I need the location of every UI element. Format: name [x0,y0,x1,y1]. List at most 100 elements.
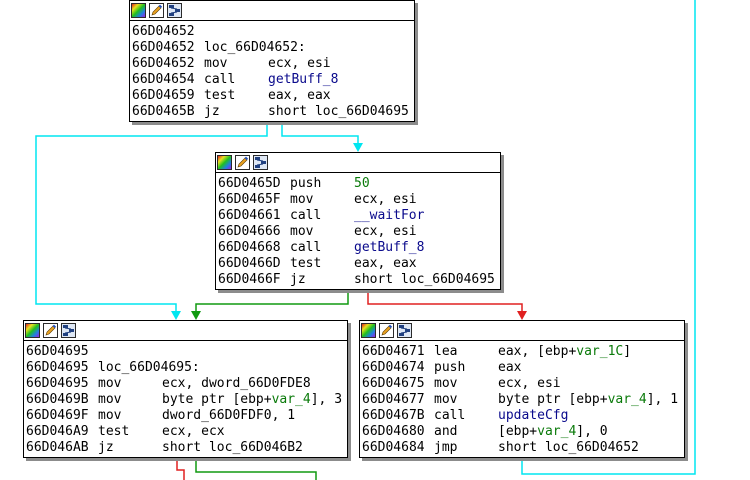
asm-operands[interactable]: __waitFor [354,208,424,224]
asm-address: 66D04652 [132,40,195,55]
asm-operands[interactable]: getBuff_8 [354,240,424,256]
asm-operands[interactable]: getBuff_8 [268,72,338,88]
graph-overview-icon[interactable] [61,323,76,338]
asm-label[interactable]: loc_66D04695: [98,360,200,375]
edit-pencil-icon[interactable] [379,323,394,338]
asm-operands[interactable]: [ebp+var_4], 0 [498,424,608,440]
asm-line[interactable]: 66D04652 [132,24,412,40]
asm-operands[interactable]: eax, eax [268,88,331,104]
asm-operand-value[interactable]: var_4 [607,392,647,407]
asm-mnemonic: and [434,424,458,439]
asm-symbol[interactable]: updateCfg [498,408,569,423]
asm-operands[interactable]: ecx, esi [498,376,561,392]
asm-address: 66D04695 [26,376,89,391]
color-palette-icon[interactable] [217,155,232,170]
edit-pencil-icon[interactable] [149,3,164,18]
edge-b3-out-green[interactable] [195,458,317,480]
asm-line[interactable]: 66D04652 loc_66D04652: [132,40,412,56]
asm-operands[interactable]: short loc_66D046B2 [162,440,303,456]
asm-address: 66D0465F [218,192,281,207]
asm-operands[interactable]: ecx, esi [354,192,417,208]
asm-operands[interactable]: 50 [354,176,370,192]
edge-b2-to-b4[interactable] [367,290,523,314]
edge-b1-to-b3[interactable] [35,122,268,314]
asm-operands[interactable]: ecx, esi [268,56,331,72]
asm-operand-text: byte ptr [ebp+ [498,392,608,407]
color-palette-icon[interactable] [25,323,40,338]
asm-operands[interactable]: short loc_66D04695 [268,104,409,120]
asm-operand-value[interactable]: var_4 [537,424,577,439]
asm-operands[interactable]: byte ptr [ebp+var_4], 1 [498,392,678,408]
edge-b1-to-b2-arrow [353,143,363,152]
color-palette-icon[interactable] [361,323,376,338]
edge-b3-out-red[interactable] [176,458,185,480]
edge-b1-to-b2[interactable] [281,122,359,146]
asm-operands[interactable]: ecx, ecx [162,424,225,440]
graph-overview-icon[interactable] [397,323,412,338]
asm-operand-value[interactable]: var_4 [271,392,311,407]
asm-symbol[interactable]: __waitFor [354,208,425,223]
edit-pencil-icon[interactable] [43,323,58,338]
asm-address: 66D0469B [26,392,89,407]
asm-mnemonic: push [290,176,322,191]
asm-operands[interactable]: short loc_66D04652 [498,440,639,456]
color-palette-icon[interactable] [131,3,146,18]
asm-mnemonic: mov [204,56,228,71]
asm-operands[interactable]: ecx, dword_66D0FDE8 [162,376,311,392]
asm-label[interactable]: loc_66D04652: [204,40,306,55]
asm-operands[interactable]: dword_66D0FDF0, 1 [162,408,295,424]
asm-address: 66D04652 [132,56,195,71]
asm-operands[interactable]: byte ptr [ebp+var_4], 3 [162,392,342,408]
block-header [360,321,684,341]
edit-pencil-icon[interactable] [235,155,250,170]
asm-address: 66D04659 [132,88,195,103]
asm-operands[interactable]: eax, eax [354,256,417,272]
asm-operands[interactable]: eax [498,360,521,376]
asm-line[interactable]: 66D04695 [26,344,345,360]
asm-operands[interactable]: updateCfg [498,408,568,424]
asm-symbol[interactable]: getBuff_8 [354,240,425,255]
asm-operands[interactable]: ecx, esi [354,224,417,240]
graph-overview-icon[interactable] [167,3,182,18]
edge-b4-loopback[interactable] [521,0,696,475]
asm-operands[interactable]: short loc_66D04695 [354,272,495,288]
asm-symbol[interactable]: getBuff_8 [268,72,339,87]
asm-line[interactable]: 66D04652 mov ecx, esi [132,56,412,72]
asm-operand-value[interactable]: var_1C [576,344,624,359]
asm-operands[interactable]: eax, [ebp+var_1C] [498,344,631,360]
graph-overview-icon[interactable] [253,155,268,170]
edge-b2-to-b3[interactable] [195,290,349,314]
